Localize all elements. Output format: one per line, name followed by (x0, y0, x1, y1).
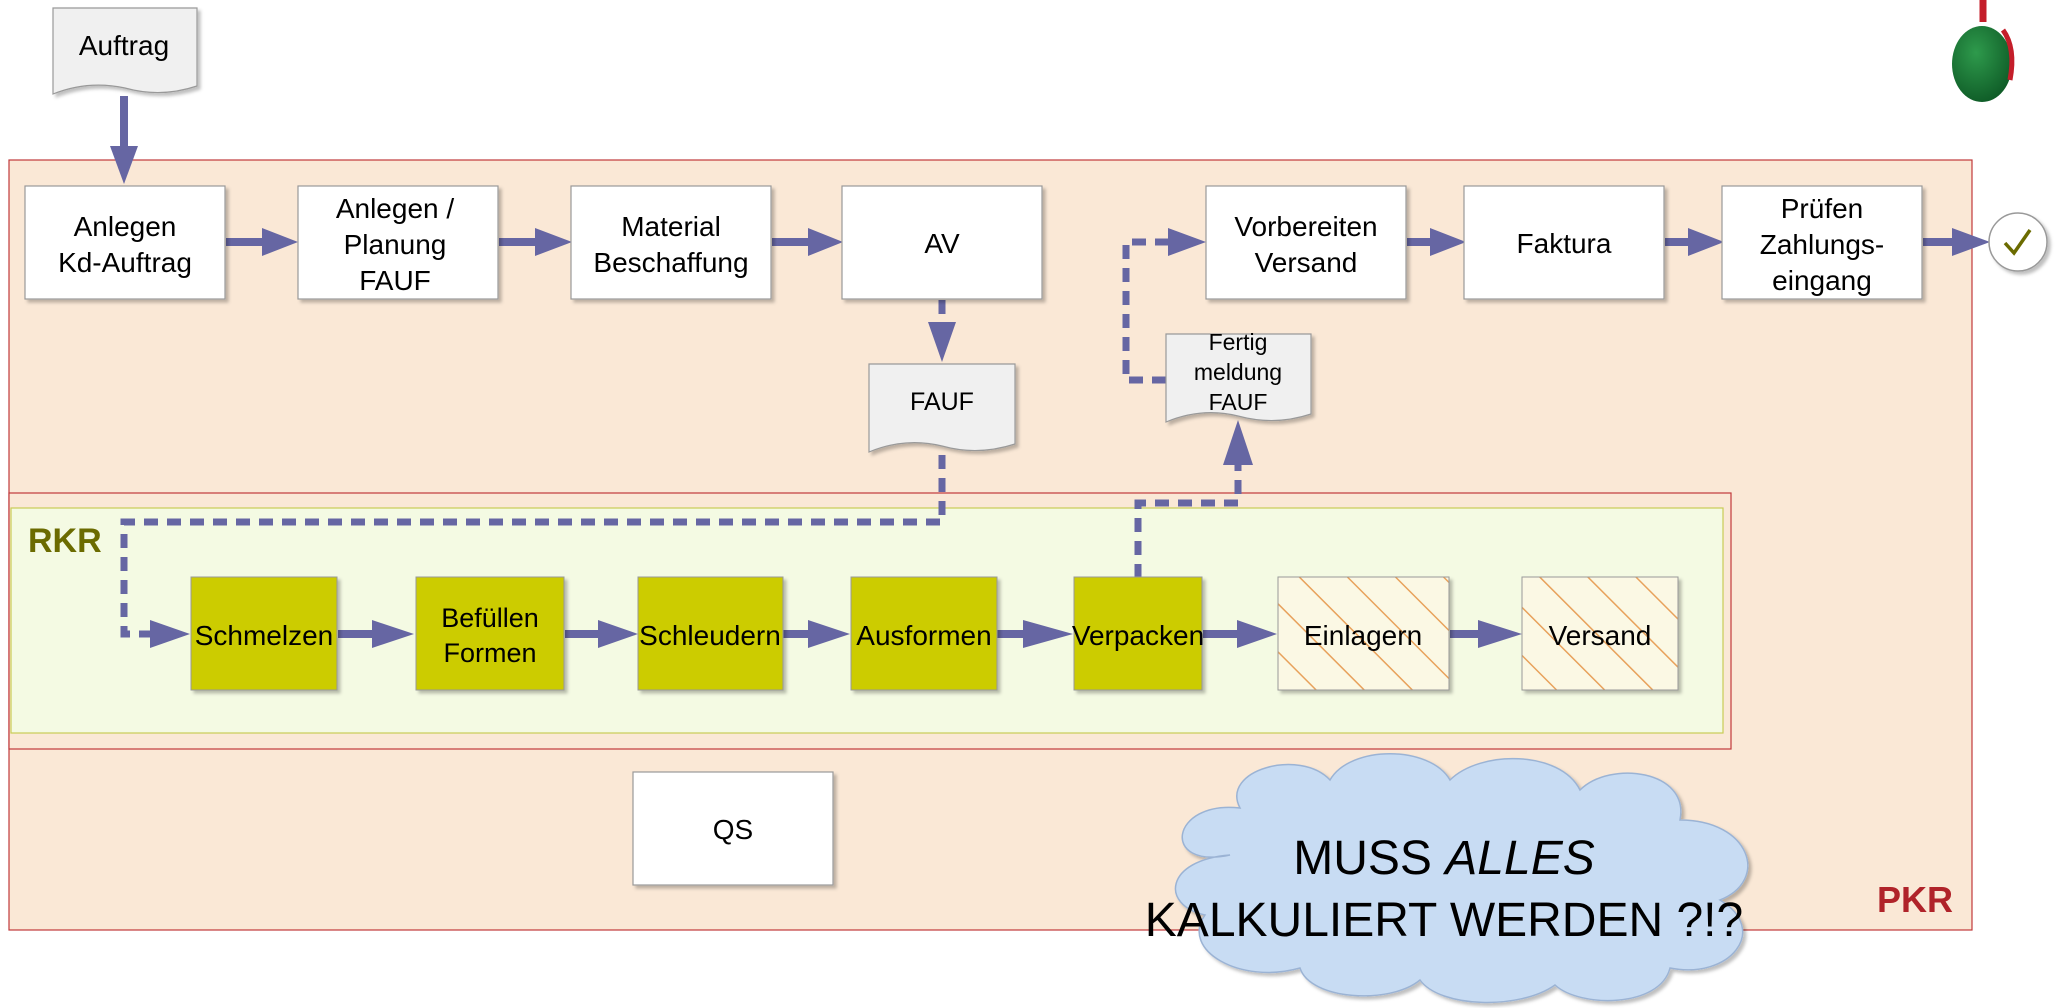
faktura-label: Faktura (1517, 228, 1612, 259)
anlegen-planung-line2: Planung (344, 229, 447, 260)
anlegen-planung-line1: Anlegen / (336, 193, 455, 224)
qs-box[interactable] (632, 771, 834, 886)
einlagern-label: Einlagern (1304, 620, 1422, 651)
fertig-line1: Fertig (1209, 329, 1268, 355)
schleudern-label: Schleudern (639, 620, 781, 651)
green-ornament-icon (1952, 0, 2015, 102)
cloud-line1-plain: MUSS (1293, 832, 1445, 885)
verpacken-box[interactable] (1073, 576, 1203, 691)
ausformen-box[interactable] (850, 576, 998, 691)
qs-label: QS (713, 814, 753, 845)
vorbereiten-line2: Versand (1255, 247, 1358, 278)
vorbereiten-line1: Vorbereiten (1234, 211, 1377, 242)
fauf-label: FAUF (910, 388, 974, 416)
arrow-heads (110, 146, 1990, 648)
cloud-line2: KALKULIERT WERDEN ?!? (1145, 894, 1743, 947)
pruefen-line3: eingang (1772, 265, 1872, 296)
cloud-line1-italic: ALLES (1442, 832, 1594, 885)
versand-label: Versand (1549, 620, 1652, 651)
fertig-line2: meldung (1194, 359, 1282, 385)
dashed-connectors (120, 238, 1242, 638)
fertig-line3: FAUF (1209, 389, 1268, 415)
material-beschaffung-box[interactable] (570, 185, 772, 300)
pkr-label: PKR (1877, 879, 1953, 920)
anlegen-planung-line3: FAUF (359, 265, 431, 296)
pruefen-zahlung-box[interactable] (1721, 185, 1923, 300)
befuellen-box[interactable] (415, 576, 565, 691)
befuellen-line2: Formen (443, 638, 536, 668)
pruefen-line2: Zahlungs- (1760, 229, 1885, 260)
schleudern-box[interactable] (637, 576, 784, 691)
av-box[interactable] (841, 185, 1043, 300)
pruefen-line1: Prüfen (1781, 193, 1864, 224)
rkr-label: RKR (28, 522, 102, 560)
befuellen-line1: Befüllen (441, 603, 539, 633)
anlegen-kd-auftrag-box[interactable] (24, 185, 226, 300)
rkr-process-boxes (190, 576, 1203, 691)
anlegen-planung-box[interactable] (297, 185, 499, 300)
cloud-callout (1174, 753, 1749, 1004)
auftrag-label: Auftrag (79, 30, 169, 61)
anlegen-kd-line1: Anlegen (74, 211, 177, 242)
auftrag-document[interactable] (52, 7, 198, 95)
schmelzen-label: Schmelzen (195, 620, 334, 651)
schmelzen-box[interactable] (190, 576, 338, 691)
rkr-hatched-boxes (1277, 576, 1679, 691)
verpacken-label: Verpacken (1072, 620, 1204, 651)
checkmark-icon (1988, 212, 2048, 272)
anlegen-kd-line2: Kd-Auftrag (58, 247, 192, 278)
material-line1: Material (621, 211, 721, 242)
ausformen-label: Ausformen (856, 620, 991, 651)
vorbereiten-versand-box[interactable] (1205, 185, 1407, 300)
av-label: AV (924, 228, 960, 259)
top-row-boxes (24, 185, 1923, 886)
fauf-document[interactable] (868, 363, 1016, 453)
cloud-line1: MUSS ALLES (1293, 832, 1594, 885)
material-line2: Beschaffung (593, 247, 748, 278)
fertigmeldung-document[interactable] (1165, 333, 1312, 423)
faktura-box[interactable] (1463, 185, 1665, 300)
